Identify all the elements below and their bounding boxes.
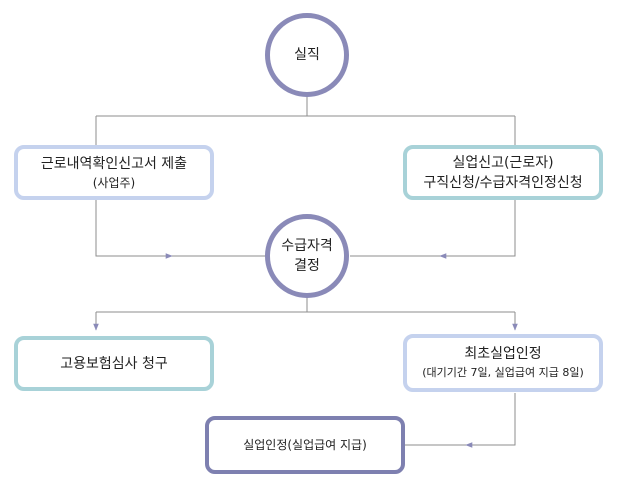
decision-node-line2: 결정 — [294, 258, 320, 274]
connector-apply-to-decision — [439, 200, 516, 259]
first-recognition-node-line1: 최초실업인정 — [464, 346, 542, 362]
appeal-node: 고용보험심사 청구 — [14, 336, 214, 391]
report-node: 근로내역확인신고서 제출 (사업주) — [14, 145, 214, 200]
connector-report-to-decision — [95, 200, 173, 259]
start-node-label: 실직 — [294, 47, 320, 63]
apply-node-line2: 구직신청/수급자격인정신청 — [423, 174, 583, 191]
decision-node: 수급자격 결정 — [265, 214, 349, 298]
appeal-node-label: 고용보험심사 청구 — [60, 355, 168, 372]
report-node-line1: 근로내역확인신고서 제출 — [40, 155, 188, 172]
apply-node: 실업신고(근로자) 구직신청/수급자격인정신청 — [403, 145, 603, 200]
decision-node-line1: 수급자격 — [281, 238, 333, 254]
apply-node-line1: 실업신고(근로자) — [452, 154, 554, 171]
connector-first-to-recognition — [465, 393, 516, 448]
recognition-node-label: 실업인정(실업급여 지급) — [243, 438, 367, 452]
start-node: 실직 — [265, 13, 349, 97]
recognition-node: 실업인정(실업급여 지급) — [205, 416, 405, 474]
first-recognition-node: 최초실업인정 (대기기간 7일, 실업급여 지급 8일) — [403, 334, 603, 392]
report-node-line2: (사업주) — [92, 175, 136, 190]
first-recognition-node-line2: (대기기간 7일, 실업급여 지급 8일) — [422, 366, 584, 379]
